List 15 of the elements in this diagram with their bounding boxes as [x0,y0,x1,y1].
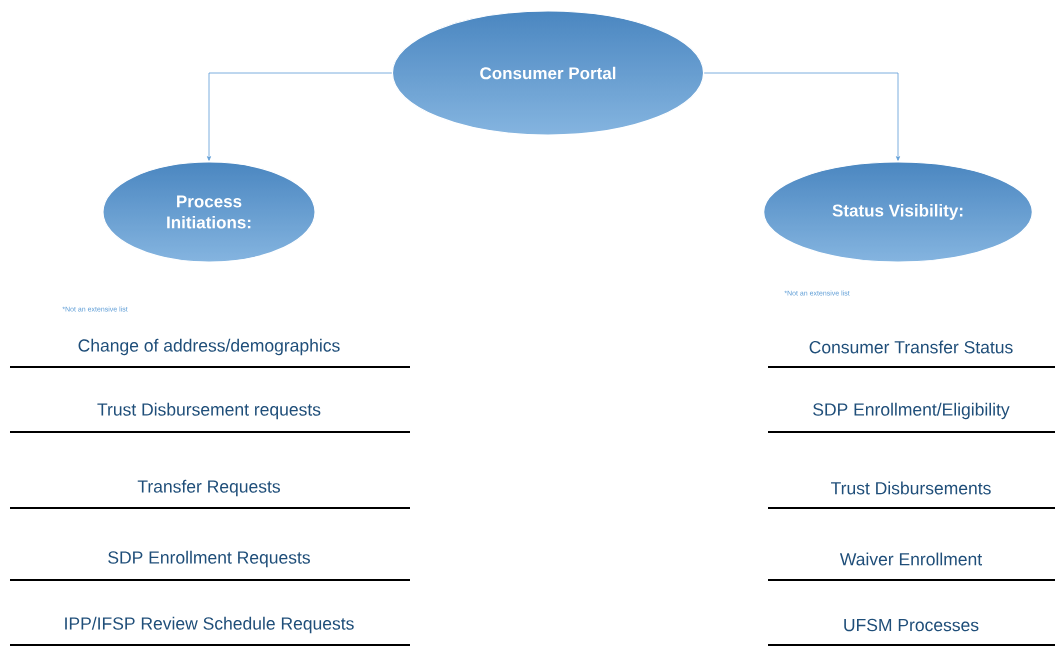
list-item: Consumer Transfer Status [809,340,1013,354]
list-item: UFSM Processes [844,618,979,632]
list-item: IPP/IFSP Review Schedule Requests [65,616,354,634]
list-item: Change of address/demographics [78,338,340,356]
list-item: Trust Disbursement requests [97,402,321,420]
list-item: Transfer Requests [137,479,280,497]
ellipse-node: Consumer Portal [391,10,705,136]
ellipse-node: Status Visibility: [763,161,1033,263]
ellipse-node: Process Initiations: [102,161,316,263]
list-item: SDP Enrollment/Eligibility [813,402,1010,420]
list-item: Waiver Enrollment [839,552,982,566]
arrow [207,72,393,161]
arrow [703,72,900,161]
list-item: Trust Disbursements [831,481,991,495]
list-item: SDP Enrollment Requests [108,550,310,568]
